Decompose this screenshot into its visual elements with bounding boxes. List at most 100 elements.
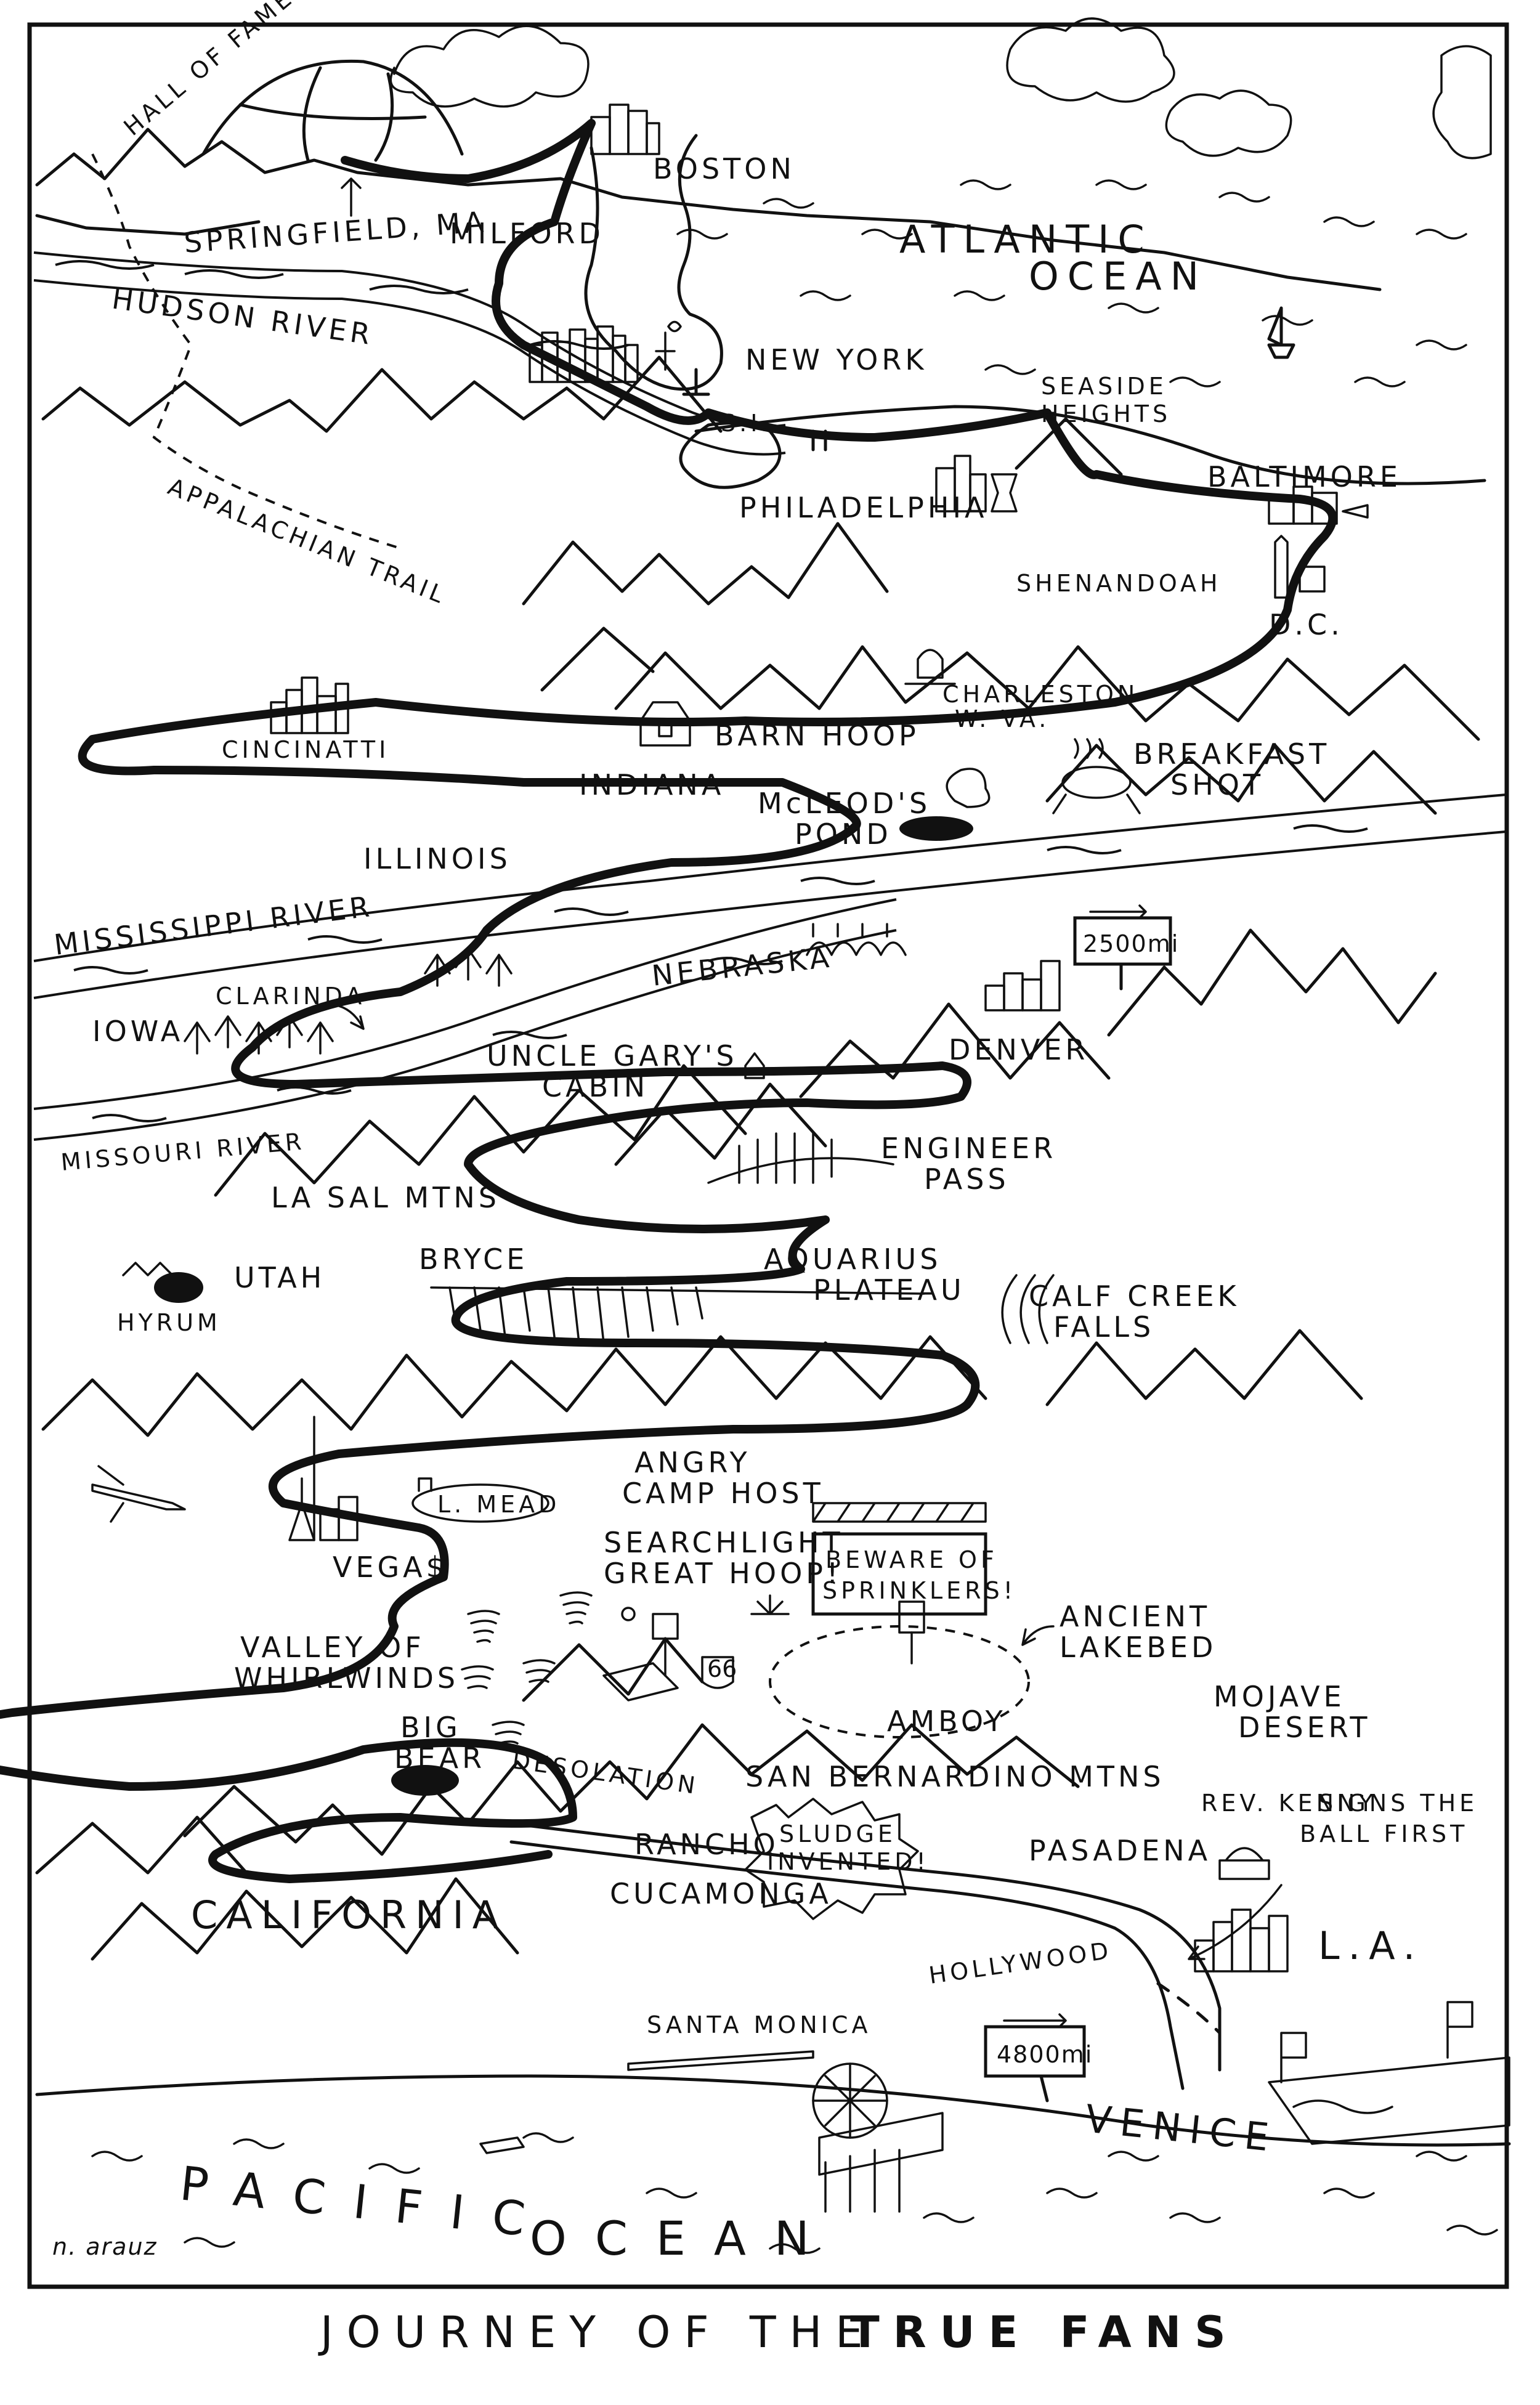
valley-label: VALLEY OF xyxy=(240,1631,425,1664)
mcleods-label: McLEOD'S xyxy=(758,787,931,820)
hyrum-label: HYRUM xyxy=(117,1309,221,1336)
amboy-sign-icon xyxy=(898,1600,925,1665)
barn-hoop-label: BARN HOOP xyxy=(715,719,920,752)
signs-the-label: SIGNS THE xyxy=(1318,1790,1478,1817)
hudson-river-label: HUDSON RIVER xyxy=(110,282,375,351)
mileage-sign-2500 xyxy=(1073,904,1172,991)
route-66-label: 66 xyxy=(707,1655,737,1682)
los-angeles-skyline-icon xyxy=(1194,1908,1289,1973)
beware-label: BEWARE OF xyxy=(825,1546,998,1573)
philadelphia-skyline-icon xyxy=(935,455,1018,513)
observatory-icon xyxy=(1218,1847,1270,1880)
california-mountains xyxy=(35,1637,1080,1961)
breakfast-table-icon xyxy=(1052,738,1141,814)
pond-label: POND xyxy=(795,817,892,851)
vegas-label: VEGA$ xyxy=(333,1551,448,1584)
mojave-label: MOJAVE xyxy=(1214,1680,1345,1713)
ancient-lakebed-arrow-icon xyxy=(1021,1625,1055,1646)
map-title-part1: JOURNEY OF THE xyxy=(318,2307,876,2358)
hudson-river xyxy=(33,251,786,456)
pasadena-label: PASADENA xyxy=(1029,1834,1211,1867)
clarinda-arrow-icon xyxy=(325,1003,365,1030)
rev-kenny-arrow-icon xyxy=(1188,1884,1283,1960)
nebraska-sprinklers-icon xyxy=(806,923,907,956)
basketball-hall-of-fame-icon xyxy=(201,59,464,162)
new-york-label: NEW YORK xyxy=(745,343,928,376)
lake-mead xyxy=(411,1477,549,1523)
motorboat-icon xyxy=(479,2136,525,2154)
map-title-part2: TRUE FANS xyxy=(850,2307,1239,2358)
lake-mead-label: L. MEAD xyxy=(437,1491,560,1518)
clarinda-label: CLARINDA xyxy=(216,983,365,1010)
mississippi-river xyxy=(33,793,1507,999)
map-frame xyxy=(27,22,1509,2289)
big-label: BIG xyxy=(400,1711,461,1744)
springfield-label: SPRINGFIELD, MA xyxy=(183,205,488,259)
freeway xyxy=(509,1822,1222,2090)
new-york-skyline-icon xyxy=(529,320,682,383)
venice-basketball-court xyxy=(1268,2001,1510,2145)
bryce-label: BRYCE xyxy=(419,1243,528,1276)
sludge-invented-badge: SLUDGE INVENTED! xyxy=(744,1798,930,1920)
pacific-ocean-label: OCEAN xyxy=(530,2211,838,2266)
wva-label: W. VA. xyxy=(955,705,1050,732)
appalachian-trail-label: APPALACHIAN TRAIL xyxy=(164,473,451,610)
northeast-mountains xyxy=(35,128,1382,291)
cloud-icons xyxy=(389,17,1492,160)
fireworks-icon xyxy=(750,1594,790,1615)
seaside-label: SEASIDE xyxy=(1041,373,1167,400)
shenandoah-label: SHENANDOAH xyxy=(1016,570,1222,597)
airplane-icon xyxy=(91,1465,186,1523)
artist-signature: n. arauz xyxy=(52,2233,157,2260)
basketball-hoop-icon xyxy=(602,1607,679,1701)
invented-label: INVENTED! xyxy=(767,1848,930,1875)
ball-first-label: BALL FIRST xyxy=(1300,1820,1468,1847)
mileage-4800-label: 4800mi xyxy=(997,2041,1093,2068)
rev-kenny-label: REV. KENNY xyxy=(1201,1790,1377,1817)
atlantic-label: ATLANTIC xyxy=(899,217,1153,262)
utah-label: UTAH xyxy=(234,1261,325,1294)
cucamonga-label: CUCAMONGA xyxy=(610,1877,832,1910)
iowa-label: IOWA xyxy=(92,1015,184,1048)
sprinklers-label: SPRINKLERS! xyxy=(822,1577,1016,1604)
la-label: L.A. xyxy=(1318,1923,1424,1968)
amboy-label: AMBOY xyxy=(887,1705,1007,1738)
illinois-label: ILLINOIS xyxy=(363,842,511,875)
denver-label: DENVER xyxy=(949,1033,1088,1066)
lakebed-label: LAKEBED xyxy=(1060,1631,1217,1664)
mississippi-river-label: MISSISSIPPI RIVER xyxy=(52,890,375,962)
california-label: CALIFORNIA xyxy=(191,1892,507,1937)
cabin-label: CABIN xyxy=(542,1070,649,1103)
journey-route xyxy=(0,119,1337,1883)
whirlwind-icons xyxy=(461,1591,593,1745)
falls-label: FALLS xyxy=(1053,1310,1154,1344)
appalachian-trail xyxy=(91,153,401,550)
denver-skyline-icon xyxy=(984,960,1061,1012)
uncle-garys-label: UNCLE GARY'S xyxy=(487,1039,738,1073)
missouri-river-label: MISSOURI RIVER xyxy=(60,1127,306,1175)
san-bernardino-label: SAN BERNARDINO MTNS xyxy=(745,1760,1165,1793)
atlantic-ocean-label: OCEAN xyxy=(1029,254,1207,299)
calf-creek-falls-icon xyxy=(1001,1274,1055,1344)
calf-creek-label: CALF CREEK xyxy=(1029,1280,1240,1313)
hyrum-lake-icon xyxy=(122,1262,203,1303)
rancho-label: RANCHO xyxy=(634,1828,779,1861)
ocean-waves xyxy=(676,179,1467,387)
pass-label: PASS xyxy=(924,1162,1010,1196)
baltimore-label: BALTIMORE xyxy=(1207,460,1401,493)
big-bear-lake xyxy=(391,1765,459,1796)
whirlwinds-label: WHIRLWINDS xyxy=(234,1661,459,1695)
missouri-river xyxy=(33,898,897,1141)
searchlight-label: SEARCHLIGHT xyxy=(604,1526,844,1559)
mileage-sign-4800 xyxy=(984,2013,1086,2103)
philadelphia-label: PHILADELPHIA xyxy=(739,491,988,524)
boston-label: BOSTON xyxy=(653,152,795,185)
breakfast-label: BREAKFAST xyxy=(1133,737,1330,771)
la-sal-mtns-label: LA SAL MTNS xyxy=(271,1181,500,1214)
sludge-label: SLUDGE xyxy=(779,1820,896,1847)
charleston-label: CHARLESTON xyxy=(942,681,1138,708)
boston-skyline-icon xyxy=(590,103,660,155)
sailboat-icon xyxy=(1267,306,1295,359)
springfield-arrow-icon xyxy=(341,177,362,217)
